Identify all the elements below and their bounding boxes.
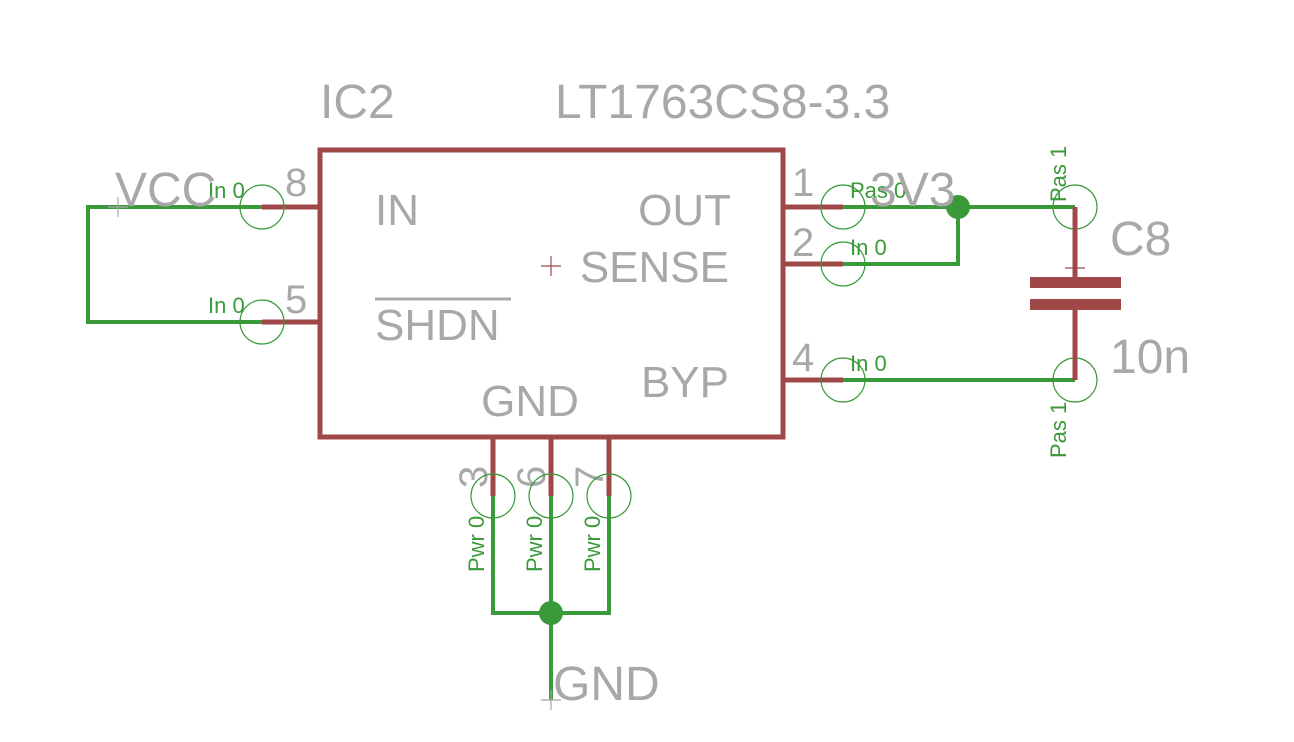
pin-name-in: IN — [375, 186, 419, 235]
pin-name-shdn: SHDN — [375, 301, 500, 350]
wire-vcc[interactable] — [86, 205, 262, 324]
junction-3v3 — [946, 195, 970, 219]
pin-name-sense: SENSE — [580, 243, 729, 292]
pin-type-2: In 0 — [850, 235, 887, 260]
pin-type-8: In 0 — [208, 178, 245, 203]
c8-plate-top — [1030, 277, 1121, 288]
pin-type-6: Pwr 0 — [522, 516, 547, 572]
pin-number-4: 4 — [792, 336, 814, 380]
pin-type-1: Pas 0 — [850, 178, 906, 203]
junction-gnd — [539, 601, 563, 625]
pin-number-1: 1 — [792, 161, 814, 205]
pin-number-2: 2 — [792, 221, 814, 265]
net-label-gnd: GND — [553, 658, 660, 711]
wire-3v3-sense[interactable] — [843, 207, 960, 266]
pin-number-5: 5 — [285, 278, 307, 322]
ic-value: LT1763CS8-3.3 — [555, 76, 890, 129]
pin-type-5: In 0 — [208, 293, 245, 318]
c8-refdes: C8 — [1110, 213, 1171, 266]
pin-number-7: 7 — [568, 466, 612, 488]
pin-type-7: Pwr 0 — [580, 516, 605, 572]
pin-number-8: 8 — [285, 161, 307, 205]
pin-type-c8-bottom: Pas 1 — [1046, 402, 1071, 458]
c8-plate-bottom — [1030, 299, 1121, 310]
pin-name-byp: BYP — [641, 358, 729, 407]
pin-number-6: 6 — [510, 466, 554, 488]
ic-refdes: IC2 — [320, 76, 395, 129]
pin-type-3: Pwr 0 — [464, 516, 489, 572]
pin-number-3: 3 — [452, 466, 496, 488]
net-label-vcc: VCC — [115, 164, 216, 217]
c8-value: 10n — [1110, 331, 1190, 384]
pin-type-c8-top: Pas 1 — [1046, 146, 1071, 202]
pin-name-out: OUT — [638, 186, 731, 235]
pin-name-gnd: GND — [481, 377, 579, 426]
net-label-3v3: 3V3 — [870, 164, 955, 217]
pin-type-4: In 0 — [850, 351, 887, 376]
